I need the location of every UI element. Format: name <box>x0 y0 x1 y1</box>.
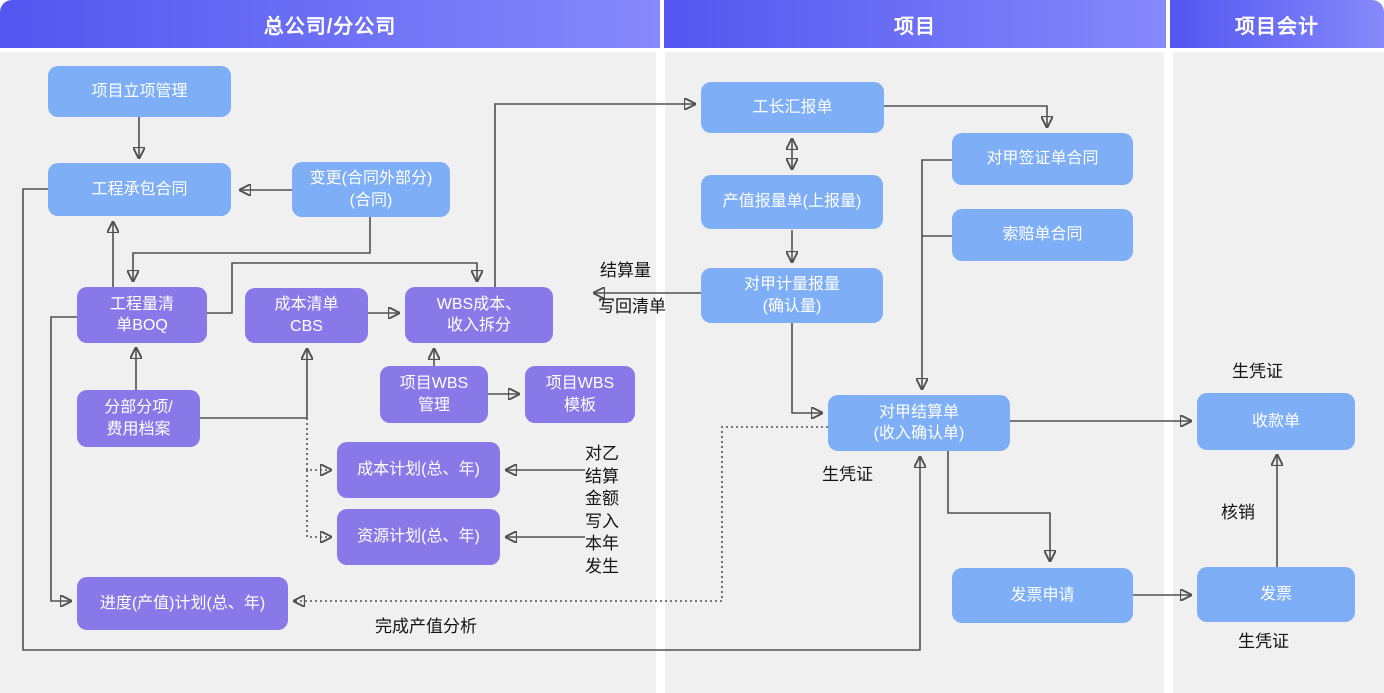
node-receipt: 收款单 <box>1197 393 1355 450</box>
node-section-archive-label: 分部分项/ 费用档案 <box>104 399 173 438</box>
node-project-initiation: 项目立项管理 <box>48 66 231 117</box>
node-foreman-report: 工长汇报单 <box>701 82 884 133</box>
node-boq-label: 工程量清 单BOQ <box>109 295 174 334</box>
node-change-order-label: 变更(合同外部分) (合同) <box>309 170 433 209</box>
label-voucher-invoice: 生凭证 <box>1238 632 1289 651</box>
node-change-order: 变更(合同外部分) (合同) <box>292 162 450 217</box>
node-contracting-contract: 工程承包合同 <box>48 163 231 216</box>
node-output-report-label: 产值报量单(上报量) <box>722 193 862 211</box>
node-visa-contract: 对甲签证单合同 <box>952 133 1133 185</box>
node-resource-plan-label: 资源计划(总、年) <box>357 528 480 546</box>
label-subcontract-note: 对乙 结算 金额 写入 本年 发生 <box>585 444 619 576</box>
node-section-archive: 分部分项/ 费用档案 <box>77 390 200 447</box>
node-visa-contract-label: 对甲签证单合同 <box>986 150 1099 168</box>
label-voucher-settlement: 生凭证 <box>822 465 873 484</box>
node-receipt-label: 收款单 <box>1251 412 1300 430</box>
node-wbs-template-label: 项目WBS 模板 <box>545 375 615 414</box>
node-foreman-report-label: 工长汇报单 <box>752 98 833 116</box>
label-write-back: 写回清单 <box>598 297 666 316</box>
node-wbs-management-label: 项目WBS 管理 <box>399 375 469 414</box>
node-output-report: 产值报量单(上报量) <box>701 175 883 229</box>
header-hq: 总公司/分公司 <box>0 0 660 48</box>
node-claim-contract-label: 索赔单合同 <box>1002 226 1083 244</box>
header-accounting-label: 项目会计 <box>1235 15 1319 38</box>
node-invoice: 发票 <box>1197 567 1355 622</box>
node-wbs-management: 项目WBS 管理 <box>380 366 488 423</box>
header-accounting: 项目会计 <box>1170 0 1384 48</box>
node-cbs: 成本清单 CBS <box>245 288 368 343</box>
node-invoice-request-label: 发票申请 <box>1010 586 1075 604</box>
label-voucher-receipt: 生凭证 <box>1232 362 1283 381</box>
label-verification: 核销 <box>1221 503 1255 522</box>
node-contracting-contract-label: 工程承包合同 <box>91 180 188 198</box>
node-invoice-label: 发票 <box>1259 585 1292 603</box>
node-owner-settlement-label: 对甲结算单 (收入确认单) <box>873 403 965 442</box>
node-cost-plan: 成本计划(总、年) <box>337 442 500 498</box>
header-project-label: 项目 <box>894 15 936 38</box>
node-owner-measurement: 对甲计量报量 (确认量) <box>701 268 883 323</box>
node-wbs-template: 项目WBS 模板 <box>525 366 635 423</box>
node-resource-plan: 资源计划(总、年) <box>337 509 500 565</box>
node-cbs-label: 成本清单 CBS <box>274 296 339 335</box>
node-progress-plan: 进度(产值)计划(总、年) <box>77 577 288 630</box>
label-settlement-qty: 结算量 <box>600 261 651 280</box>
node-cost-plan-label: 成本计划(总、年) <box>357 461 480 479</box>
node-project-initiation-label: 项目立项管理 <box>91 82 188 100</box>
header-project: 项目 <box>664 0 1166 48</box>
node-claim-contract: 索赔单合同 <box>952 209 1133 261</box>
node-invoice-request: 发票申请 <box>952 568 1133 623</box>
node-owner-settlement: 对甲结算单 (收入确认单) <box>828 395 1010 451</box>
node-wbs-split-label: WBS成本、 收入拆分 <box>436 295 522 334</box>
node-wbs-split: WBS成本、 收入拆分 <box>405 287 553 343</box>
node-progress-plan-label: 进度(产值)计划(总、年) <box>99 594 266 612</box>
header-hq-label: 总公司/分公司 <box>263 15 397 38</box>
node-owner-measurement-label: 对甲计量报量 (确认量) <box>743 276 840 315</box>
node-boq: 工程量清 单BOQ <box>77 287 207 343</box>
label-earned-value-analysis: 完成产值分析 <box>375 617 477 636</box>
